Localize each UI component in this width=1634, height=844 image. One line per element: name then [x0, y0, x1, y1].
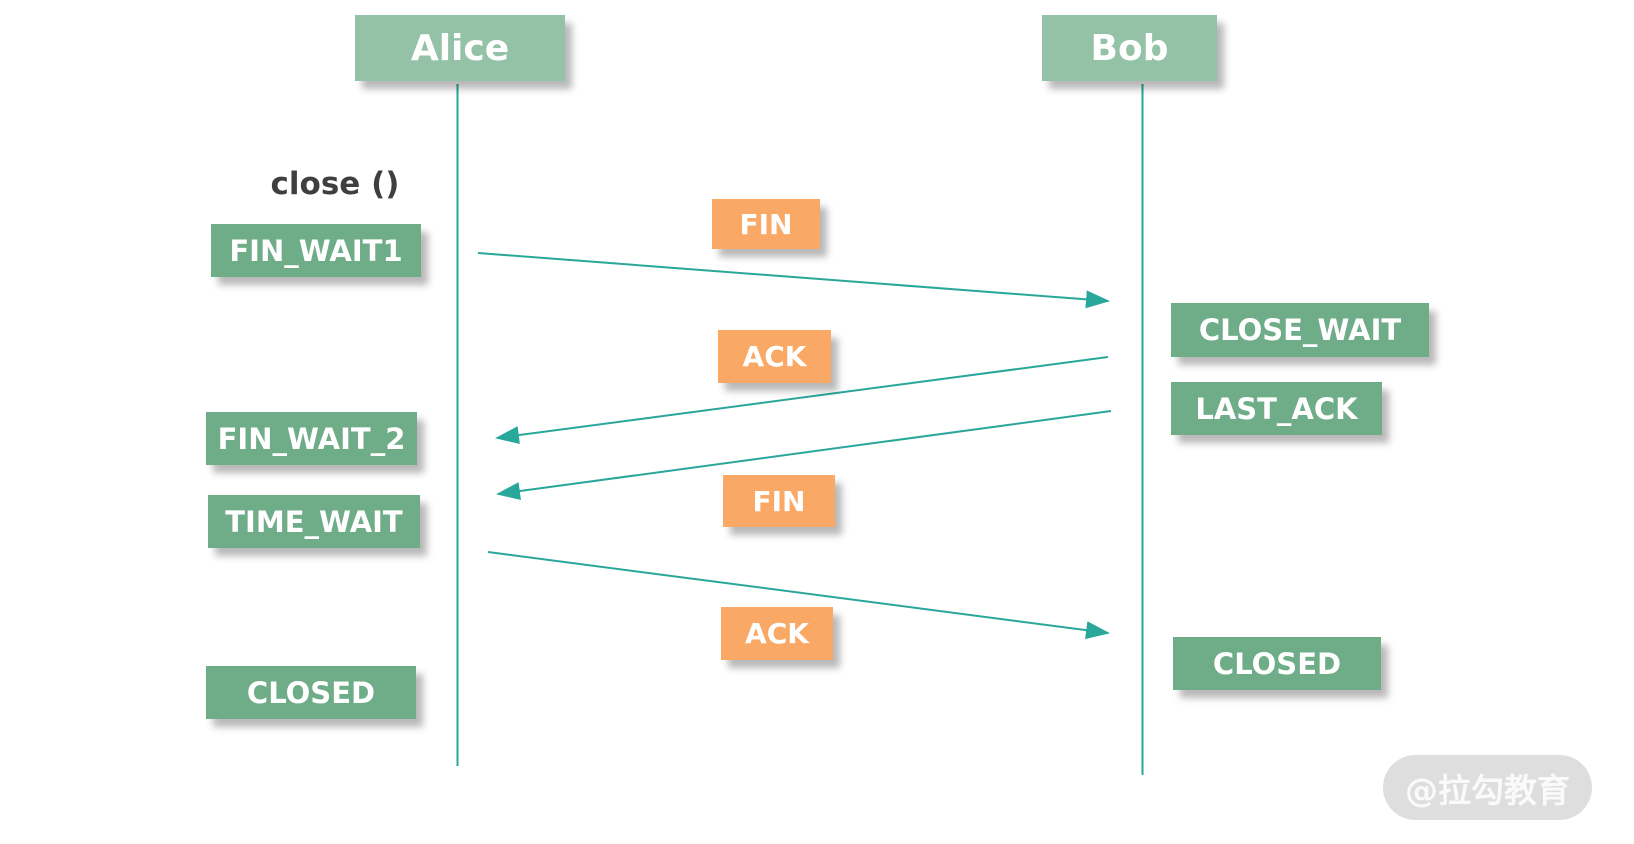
- message-arrow-fin-alice-to-bob: [477, 252, 1110, 309]
- message-label-ack-2: ACK: [721, 607, 833, 660]
- message-text: ACK: [742, 340, 807, 373]
- state-label: LAST_ACK: [1195, 391, 1358, 426]
- watermark-badge: @拉勾教育: [1383, 755, 1592, 820]
- message-arrow-ack-bob-to-alice: [495, 356, 1109, 445]
- message-label-ack-1: ACK: [718, 330, 831, 383]
- state-alice-closed: CLOSED: [206, 666, 416, 719]
- message-text: FIN: [752, 484, 806, 518]
- actor-bob-label: Bob: [1090, 27, 1169, 69]
- message-text: ACK: [745, 617, 809, 650]
- state-bob-close-wait: CLOSE_WAIT: [1171, 303, 1429, 357]
- state-label: FIN_WAIT_2: [217, 421, 406, 456]
- state-alice-fin-wait1: FIN_WAIT1: [211, 224, 421, 277]
- state-bob-closed: CLOSED: [1173, 637, 1381, 690]
- actor-alice-label: Alice: [410, 27, 510, 69]
- state-label: FIN_WAIT1: [229, 233, 403, 268]
- state-label: CLOSE_WAIT: [1198, 313, 1402, 347]
- state-label: CLOSED: [1212, 646, 1342, 681]
- close-call-annotation: close (): [270, 166, 400, 202]
- state-label: CLOSED: [246, 675, 376, 710]
- state-alice-time-wait: TIME_WAIT: [208, 495, 420, 548]
- message-text: FIN: [739, 207, 793, 241]
- state-bob-last-ack: LAST_ACK: [1171, 382, 1382, 435]
- message-label-fin-1: FIN: [712, 199, 820, 249]
- message-label-fin-2: FIN: [723, 475, 835, 527]
- state-alice-fin-wait-2: FIN_WAIT_2: [206, 412, 417, 465]
- message-arrow-ack-alice-to-bob: [487, 551, 1110, 640]
- message-arrow-fin-bob-to-alice: [496, 410, 1112, 500]
- state-label: TIME_WAIT: [225, 504, 403, 539]
- actor-alice: Alice: [355, 15, 565, 81]
- actor-bob: Bob: [1042, 15, 1217, 81]
